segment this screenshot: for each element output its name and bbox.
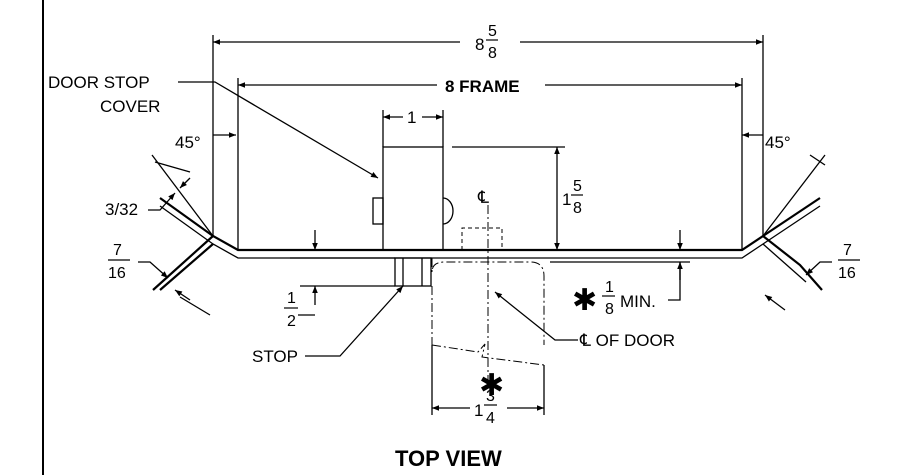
right-return-num: 7 <box>843 242 852 259</box>
dim-stop-width <box>382 110 444 147</box>
depth-whole: 1 <box>562 190 571 209</box>
frame-dimension-label: 8 FRAME <box>445 77 520 96</box>
overall-whole: 8 <box>475 35 484 54</box>
stop-label: STOP <box>252 347 298 366</box>
dim-clearance <box>550 230 690 301</box>
dim-depth <box>452 146 565 250</box>
door-stop-cover-label-line1: DOOR STOP <box>48 73 150 92</box>
stop-width-label: 1 <box>407 108 416 127</box>
dim-door-thickness <box>431 345 545 415</box>
door-stop-cover-leader <box>178 81 379 179</box>
door-thickness-num: 3 <box>486 388 495 405</box>
clearance-den: 8 <box>605 301 614 318</box>
right-return-den: 16 <box>838 265 856 282</box>
clearance-num: 1 <box>605 279 614 296</box>
dim-frame <box>237 78 743 250</box>
right-return-arrow <box>764 294 786 311</box>
door-thickness-den: 4 <box>486 410 495 427</box>
view-title: TOP VIEW <box>395 446 502 471</box>
stop-offset-den: 2 <box>287 313 296 330</box>
return-thickness-leader <box>148 192 176 211</box>
centerline-symbol: ℄ <box>477 188 489 207</box>
stop-offset-num: 1 <box>287 290 296 307</box>
left-return-den: 16 <box>108 265 126 282</box>
stop-leader <box>305 285 404 357</box>
angle-left-label: 45° <box>175 133 201 152</box>
depth-den: 8 <box>573 200 582 217</box>
stop <box>394 257 432 287</box>
return-thickness-label: 3/32 <box>105 200 138 219</box>
left-return-arrow-b <box>174 289 191 301</box>
overall-den: 8 <box>488 45 497 62</box>
angle-right-label: 45° <box>765 133 791 152</box>
clearance-star: ✱ <box>572 283 597 318</box>
door-stop-cover <box>372 146 454 251</box>
return-thickness-arrow <box>179 177 191 189</box>
left-return-arrow <box>179 296 211 316</box>
door-thickness-whole: 1 <box>474 401 483 420</box>
door-stop-cover-label-line2: COVER <box>100 97 160 116</box>
left-return-leader <box>138 261 169 279</box>
dim-stop-offset <box>290 230 395 305</box>
left-return-num: 7 <box>113 242 122 259</box>
clearance-suffix: MIN. <box>620 292 656 311</box>
cl-of-door-label: ℄ OF DOOR <box>579 331 675 350</box>
door-thickness-star: ✱ <box>479 368 504 403</box>
right-return-leader <box>805 261 832 276</box>
angle-extensions <box>151 154 826 237</box>
overall-num: 5 <box>488 23 497 40</box>
depth-num: 5 <box>573 178 582 195</box>
frame-profile <box>152 197 823 291</box>
cl-of-door-leader <box>494 291 578 341</box>
